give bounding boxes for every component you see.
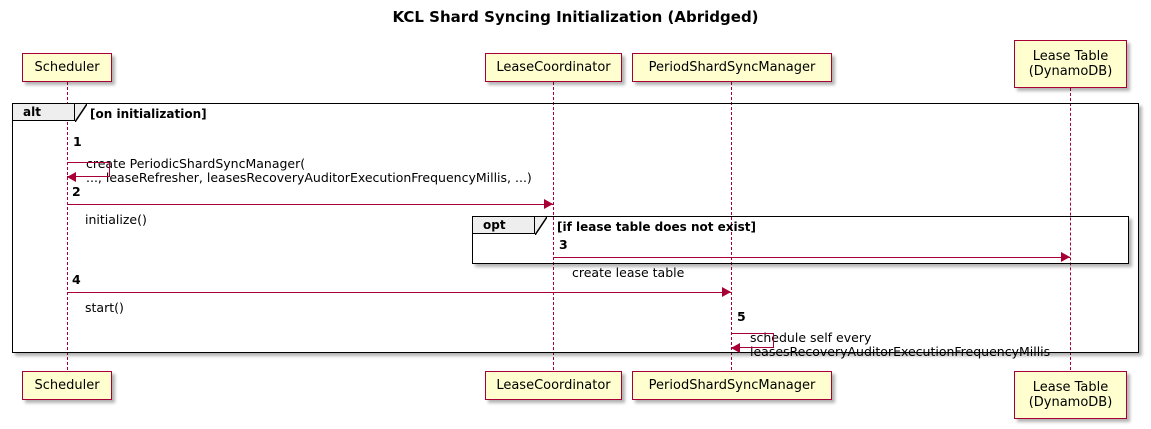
message-4-label: 4 start() [72,273,124,315]
participant-leasecoordinator-bottom[interactable]: LeaseCoordinator [485,371,622,400]
opt-frame-operator-tab: opt [473,217,535,234]
participant-label: LeaseCoordinator [496,60,611,75]
message-4-number: 4 [72,272,81,287]
opt-frame: opt [472,216,1129,264]
message-1-text: create PeriodicShardSyncManager( ..., le… [86,156,532,185]
participant-periodshardsyncmanager-bottom[interactable]: PeriodShardSyncManager [632,371,832,400]
message-1-number: 1 [73,134,82,149]
participant-scheduler-bottom[interactable]: Scheduler [22,371,112,400]
lifeline-leasetable [1070,88,1071,370]
alt-frame-tab-notch [75,104,87,122]
message-1-label: 1 create PeriodicShardSyncManager( ..., … [73,129,532,185]
participant-label: PeriodShardSyncManager [648,60,816,75]
participant-label: Scheduler [34,378,100,393]
participant-leasetable-bottom[interactable]: Lease Table (DynamoDB) [1014,371,1127,419]
opt-frame-operator-label: opt [483,218,506,232]
message-2-line [67,204,553,205]
lifeline-scheduler [67,82,68,370]
opt-frame-tab-notch [535,217,547,235]
message-2-label: 2 initialize() [72,185,147,227]
participant-label: Lease Table (DynamoDB) [1028,380,1113,410]
participant-leasetable-top[interactable]: Lease Table (DynamoDB) [1014,40,1127,88]
participant-label: Lease Table (DynamoDB) [1028,49,1113,79]
message-2-arrowhead [544,199,553,209]
message-5-arrowhead [731,343,740,353]
participant-label: LeaseCoordinator [496,378,611,393]
message-1-arrowhead [67,172,76,182]
participant-scheduler-top[interactable]: Scheduler [22,53,112,82]
participant-label: Scheduler [34,60,100,75]
alt-frame: alt [12,103,1139,353]
lifeline-periodshardsyncmanager [731,82,732,370]
message-3-label: 3 create lease table [559,238,685,280]
message-3-arrowhead [1061,252,1070,262]
opt-frame-guard-label: [if lease table does not exist] [557,220,757,234]
page-title: KCL Shard Syncing Initialization (Abridg… [392,8,759,26]
message-2-number: 2 [72,184,81,199]
message-5-text: schedule self every leasesRecoveryAudito… [750,330,1051,359]
participant-periodshardsyncmanager-top[interactable]: PeriodShardSyncManager [632,53,832,82]
participant-label: PeriodShardSyncManager [648,378,816,393]
lifeline-leasecoordinator [553,82,554,370]
alt-frame-guard-label: [on initialization] [90,107,207,121]
alt-frame-operator-tab: alt [13,104,75,121]
message-4-arrowhead [722,287,731,297]
message-5-number: 5 [737,309,746,324]
message-3-text: create lease table [572,265,685,280]
message-3-number: 3 [559,237,568,252]
message-4-line [67,292,731,293]
message-4-text: start() [85,300,124,315]
alt-frame-operator-label: alt [23,105,41,119]
message-1-self-loop [67,162,110,177]
message-2-text: initialize() [85,212,147,227]
message-5-label: 5 schedule self every leasesRecoveryAudi… [737,303,1051,359]
message-3-line [553,257,1070,258]
participant-leasecoordinator-top[interactable]: LeaseCoordinator [485,53,622,82]
message-5-self-loop [731,333,774,348]
